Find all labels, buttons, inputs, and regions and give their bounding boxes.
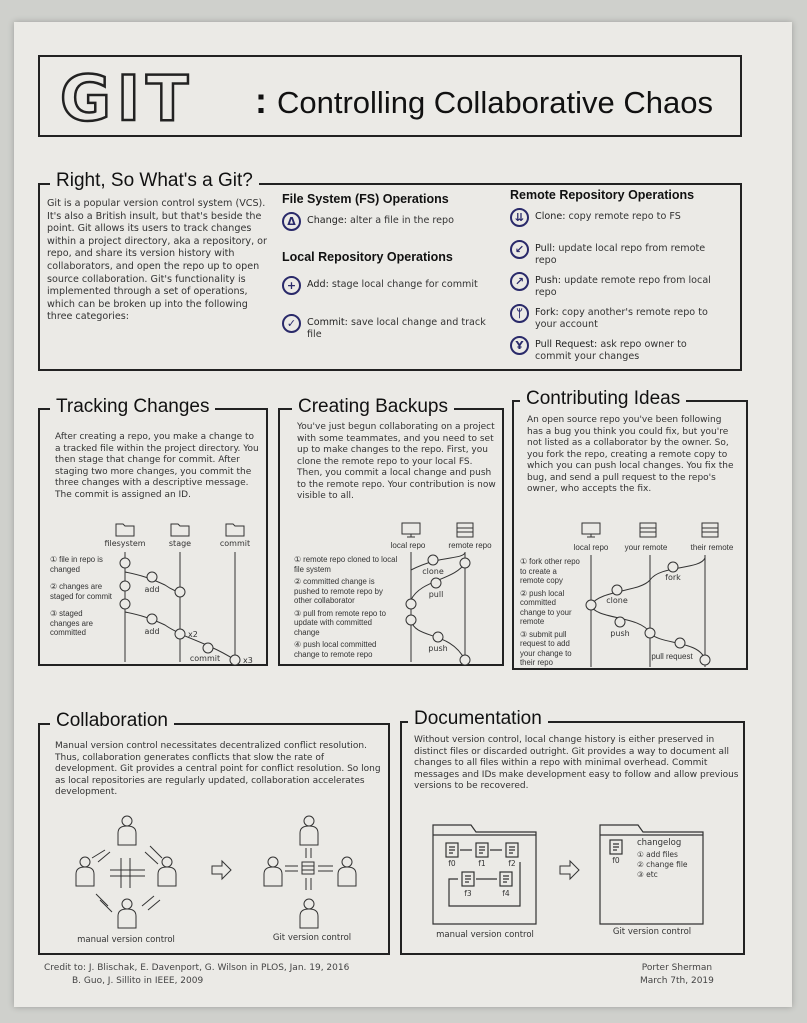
diagram-step: ① file in repo is changed [50,555,103,574]
collaboration-body: Manual version control necessitates dece… [55,741,381,797]
backups-heading: Creating Backups [292,396,454,418]
operation-desc: stage local change for commit [331,279,478,290]
credit-line-2: B. Guo, J. Sillito in IEEE, 2009 [72,976,204,986]
tracking-heading: Tracking Changes [50,396,216,418]
operation-desc: update remote repo from local repo [535,275,711,298]
local-ops-heading: Local Repository Operations [282,250,453,264]
operation-text: Clone: copy remote repo to FS [535,208,681,223]
operation-name: Fork: [535,307,559,318]
check-icon: ✓ [282,314,301,333]
operation-name: Pull: [535,243,556,254]
diagram-step: ② push local committed change to your re… [520,588,572,627]
documentation-box [400,721,745,955]
operation-commit: ✓ Commit: save local change and track fi… [282,314,497,341]
operation-name: Commit: [307,317,348,328]
diagram-step: ③ staged changes are committed [50,609,93,637]
documentation-body: Without version control, local change hi… [414,735,739,791]
fs-ops-heading: File System (FS) Operations [282,192,449,206]
operation-text: Add: stage local change for commit [307,276,478,291]
operation-text: Commit: save local change and track file [307,314,497,341]
intro-heading: Right, So What's a Git? [50,170,259,192]
operation-name: Pull Request: [535,339,598,350]
author-name: Porter Sherman [641,963,713,973]
operation-desc: copy remote repo to FS [568,211,681,222]
title-box [38,55,742,137]
clone-icon: ⇊ [510,208,529,227]
collaboration-heading: Collaboration [50,710,174,732]
operation-name: Clone: [535,211,566,222]
title-git-logo: GIT [59,61,195,137]
operation-name: Add: [307,279,329,290]
operation-change: Δ Change: alter a file in the repo [282,212,497,231]
diagram-step: ② committed change is pushed to remote r… [294,577,383,605]
title-subtitle: : Controlling Collaborative Chaos [255,80,713,122]
operation-text: Push: update remote repo from local repo [535,272,725,299]
title-colon: : [255,80,267,121]
intro-body: Git is a popular version control system … [47,198,267,323]
credit-line-1: Credit to: J. Blischak, E. Davenport, G.… [44,963,350,973]
operation-pullrequest: Ұ Pull Request: ask repo owner to commit… [510,336,725,363]
tracking-steps: ① file in repo is changed ② changes are s… [50,555,112,638]
delta-icon: Δ [282,212,301,231]
pull-request-icon: Ұ [510,336,529,355]
fork-icon: ᛘ [510,304,529,323]
remote-ops-heading: Remote Repository Operations [510,188,695,202]
pull-icon: ↙ [510,240,529,259]
operation-name: Change: [307,215,347,226]
operation-text: Pull Request: ask repo owner to commit y… [535,336,725,363]
operation-desc: copy another's remote repo to your accou… [535,307,708,330]
contributing-body: An open source repo you've been followin… [527,415,734,494]
operation-desc: update local repo from remote repo [535,243,706,266]
collaboration-box [38,723,390,955]
diagram-step: ① remote repo cloned to local file syste… [294,555,398,574]
diagram-step: ③ submit pull request to add your change… [520,629,572,668]
operation-text: Pull: update local repo from remote repo [535,240,725,267]
diagram-step: ③ pull from remote repo to update with c… [294,608,386,637]
diagram-step: ② changes are staged for commit [50,582,112,601]
diagram-step: ① fork other repo to create a remote cop… [520,557,580,585]
credits: Credit to: J. Blischak, E. Davenport, G.… [44,962,349,988]
operation-name: Push: [535,275,562,286]
title-text: Controlling Collaborative Chaos [277,85,713,120]
operation-clone: ⇊ Clone: copy remote repo to FS [510,208,725,227]
operation-text: Fork: copy another's remote repo to your… [535,304,725,331]
author-date: March 7th, 2019 [640,976,714,986]
operation-desc: ask repo owner to commit your changes [535,339,687,362]
push-icon: ↗ [510,272,529,291]
documentation-heading: Documentation [408,708,548,730]
backups-steps: ① remote repo cloned to local file syste… [294,555,398,659]
operation-fork: ᛘ Fork: copy another's remote repo to yo… [510,304,725,331]
operation-desc: alter a file in the repo [350,215,455,226]
backups-body: You've just begun collaborating on a pro… [297,422,496,501]
operation-desc: save local change and track file [307,317,486,340]
plus-icon: + [282,276,301,295]
contributing-steps: ① fork other repo to create a remote cop… [520,557,582,668]
operation-add: + Add: stage local change for commit [282,276,497,295]
contributing-heading: Contributing Ideas [520,388,687,410]
diagram-step: ④ push local committed change to remote … [294,640,377,659]
intro-box [38,183,742,371]
author-signature: Porter Sherman March 7th, 2019 [640,962,714,988]
operation-push: ↗ Push: update remote repo from local re… [510,272,725,299]
tracking-body: After creating a repo, you make a change… [55,432,259,500]
operation-pull: ↙ Pull: update local repo from remote re… [510,240,725,267]
operation-text: Change: alter a file in the repo [307,212,454,227]
